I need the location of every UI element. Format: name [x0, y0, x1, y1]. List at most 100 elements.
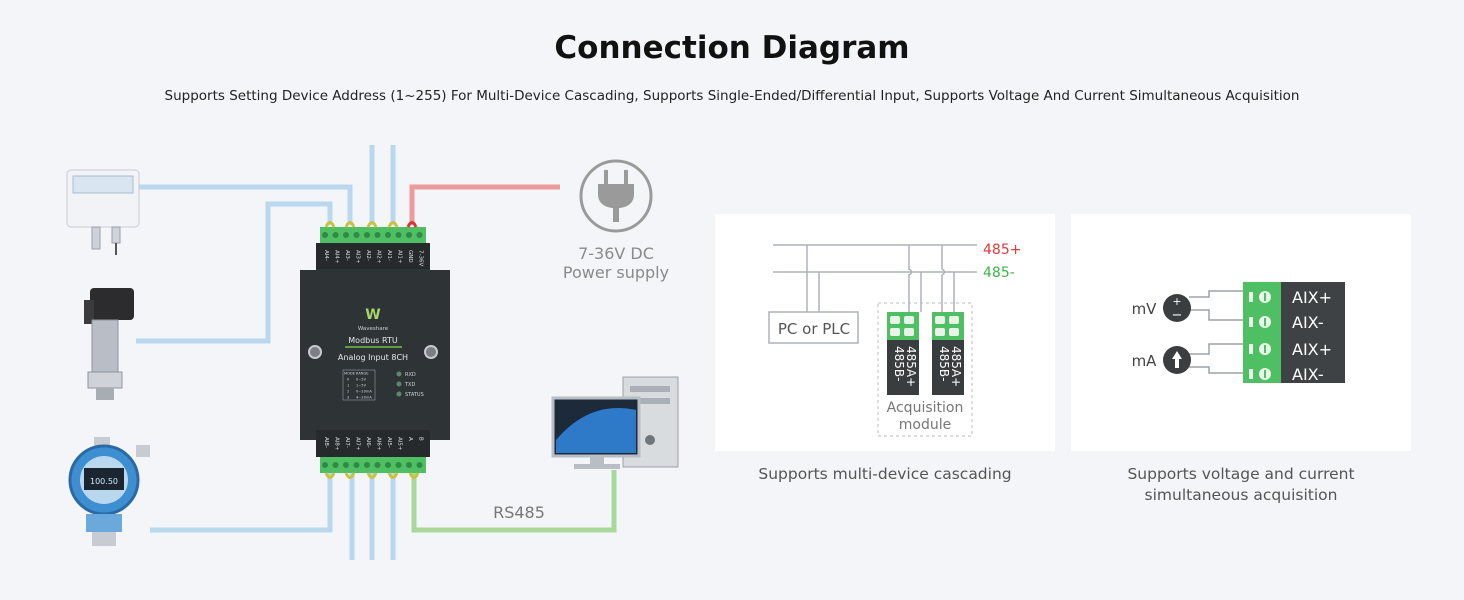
screw-slot: [1264, 345, 1266, 353]
terminal-screw: [332, 232, 339, 238]
bus-plus-label: 485+: [983, 242, 1021, 258]
aix-label: AIX+: [1292, 288, 1332, 307]
bottom-terminal-label: AI6+: [376, 437, 382, 451]
terminal-screw: [395, 232, 402, 238]
mode-table-cell: 3: [347, 396, 349, 400]
terminal-screw: [343, 232, 349, 238]
acquisition-caption: Supports voltage and current simultaneou…: [1071, 464, 1411, 506]
bottom-terminal-label: AI7-: [344, 437, 350, 448]
top-terminal-label: AI1-: [386, 250, 392, 261]
wire-tip: [324, 221, 336, 228]
wire-tip: [408, 472, 420, 479]
wires: [136, 145, 617, 560]
screw-slot: [1264, 293, 1266, 301]
terminal-screw: [364, 462, 370, 468]
bottom-terminal-label: AI6-: [365, 437, 371, 448]
wire-tip: [366, 221, 378, 228]
power-label-line2: Power supply: [563, 263, 669, 282]
terminal-2-a-label: 485A+: [949, 346, 963, 387]
mode-table-cell: 2: [347, 390, 349, 394]
page-subtitle: Supports Setting Device Address (1~255) …: [164, 88, 1300, 104]
power-label-line1: 7-36V DC: [578, 244, 654, 263]
cascading-panel: 485+ 485- PC or PLC 485A+ 485B- 485A+ 4: [715, 214, 1055, 451]
bottom-terminal-label: A: [407, 437, 413, 441]
bottom-terminal-label: B: [418, 437, 424, 441]
top-terminal-label: AI4-: [323, 250, 329, 261]
led-dot: [396, 371, 402, 377]
module-label-line1: Acquisition: [887, 400, 964, 416]
bottom-terminal-label: AI8+: [334, 437, 340, 451]
wire-tip: [344, 472, 356, 479]
module-name: Modbus RTU: [348, 336, 398, 345]
top-terminal-label: AI3+: [355, 250, 361, 264]
top-terminal-label: AI1+: [397, 250, 403, 264]
terminal-screw: [353, 462, 360, 468]
terminal-1-a-label: 485A+: [904, 346, 918, 387]
terminal-screw: [364, 232, 370, 238]
mode-table-cell: 1~5V: [356, 384, 367, 388]
terminal-screw: [353, 232, 360, 238]
wire-tip: [387, 221, 399, 228]
terminal-1-b-label: 485B-: [892, 346, 906, 381]
mode-table-cell: 4~20mA: [356, 396, 372, 400]
top-terminal-label: 7-36V: [418, 250, 424, 266]
terminal-screw: [374, 462, 381, 468]
wire-tip: [324, 472, 336, 479]
terminal-screw: [322, 232, 328, 238]
terminal-screw: [332, 462, 339, 468]
svg-text:100.50: 100.50: [90, 477, 118, 486]
pc-plc-box: [768, 311, 859, 344]
top-terminal-label: AI4+: [334, 250, 340, 264]
led-label: STATUS: [405, 392, 424, 398]
led-dot: [396, 381, 402, 387]
led-dot: [396, 391, 402, 397]
module-label-line2: module: [899, 417, 951, 433]
bottom-terminal-label: AI5-: [386, 437, 392, 448]
humidity-sensor-icon: [66, 169, 140, 255]
wire-tip: [387, 472, 399, 479]
mode-table-header: RANGE: [356, 372, 369, 376]
svg-text:+: +: [1172, 295, 1181, 308]
wire-tip: [344, 221, 356, 228]
pc-plc-label: PC or PLC: [778, 320, 850, 338]
terminal-2-b-label: 485B-: [937, 346, 951, 381]
terminal-slot: [1249, 292, 1253, 302]
pressure-transmitter-icon: [84, 288, 134, 400]
top-terminal-label: AI2+: [376, 250, 382, 264]
computer-icon: [551, 376, 679, 469]
terminal-screw: [406, 462, 412, 468]
screw-slot: [1264, 370, 1266, 378]
mode-table-cell: 1: [347, 384, 349, 388]
terminal-screw: [322, 462, 328, 468]
mode-table-cell: 0: [347, 378, 350, 382]
current-source-icon: [1163, 346, 1191, 374]
acquisition-caption-line2: simultaneous acquisition: [1144, 486, 1338, 504]
terminal-block-1: 485A+ 485B-: [887, 312, 919, 395]
mode-table-cell: 0~20mA: [356, 390, 372, 394]
aix-label: AIX-: [1292, 365, 1324, 384]
page-title: Connection Diagram: [554, 30, 910, 66]
cascading-caption: Supports multi-device cascading: [758, 465, 1012, 483]
terminal-screw: [385, 462, 391, 468]
voltage-source-icon: + −: [1163, 294, 1191, 323]
module-brand: Waveshare: [358, 326, 389, 332]
terminal-screws: [322, 221, 423, 479]
bottom-terminal-label: AI7+: [355, 437, 361, 451]
acquisition-diagram: + − mV mA AIX+AIX-AIX+AIX-: [1132, 282, 1345, 384]
led-label: TXD: [404, 382, 415, 388]
bus-minus-label: 485-: [983, 265, 1015, 281]
terminal-block-2: 485A+ 485B-: [932, 312, 964, 395]
power-plug-icon: [579, 159, 653, 233]
acquisition-caption-line1: Supports voltage and current: [1127, 465, 1355, 483]
terminal-screw: [343, 462, 349, 468]
top-terminal-label: AI3-: [344, 250, 350, 261]
terminal-screw: [374, 232, 381, 238]
terminal-screw: [416, 232, 423, 238]
top-terminal-label: GND: [407, 250, 413, 263]
module-subname: Analog Input 8CH: [338, 353, 408, 362]
terminal-screw: [395, 462, 402, 468]
